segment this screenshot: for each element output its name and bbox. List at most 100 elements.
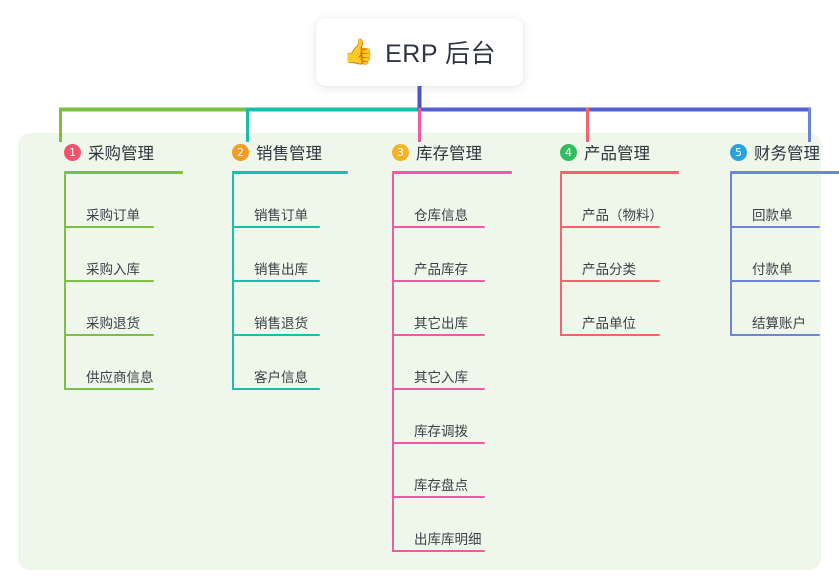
branch-item[interactable]: 供应商信息 bbox=[64, 336, 202, 390]
branch-item[interactable]: 采购入库 bbox=[64, 228, 202, 282]
branch-item-underline bbox=[730, 280, 820, 282]
branch-item[interactable]: 采购退货 bbox=[64, 282, 202, 336]
branch-underline-3 bbox=[392, 171, 512, 174]
branch-item-underline bbox=[64, 280, 154, 282]
branch-badge-4: 4 bbox=[560, 143, 577, 161]
branch-item-label: 库存调拨 bbox=[414, 424, 468, 439]
branch-title-3: 库存管理 bbox=[416, 145, 482, 163]
branch-item[interactable]: 采购订单 bbox=[64, 174, 202, 228]
branch-badge-1: 1 bbox=[64, 143, 81, 161]
branch-item-underline bbox=[392, 334, 485, 336]
branch-column-1: 1 采购管理采购订单采购入库采购退货供应商信息 bbox=[42, 133, 202, 390]
branch-title-5: 财务管理 bbox=[754, 145, 820, 163]
branch-items-3: 仓库信息产品库存其它出库其它入库库存调拨库存盘点出库库明细 bbox=[392, 174, 538, 552]
branch-item-label: 供应商信息 bbox=[86, 370, 154, 385]
branch-badge-3: 3 bbox=[392, 143, 409, 161]
branch-item-underline bbox=[730, 334, 820, 336]
branch-item[interactable]: 产品库存 bbox=[392, 228, 538, 282]
branch-item-label: 销售订单 bbox=[254, 208, 308, 223]
branch-header-2[interactable]: 2 销售管理 bbox=[210, 133, 370, 171]
branch-items-4: 产品（物料） 产品分类产品单位 bbox=[560, 174, 710, 336]
branch-header-1[interactable]: 1 采购管理 bbox=[42, 133, 202, 171]
branch-column-2: 2 销售管理销售订单销售出库销售退货客户信息 bbox=[210, 133, 370, 390]
branch-item[interactable]: 回款单 bbox=[730, 174, 838, 228]
branch-header-3[interactable]: 3 库存管理 bbox=[370, 133, 538, 171]
branch-item-label: 仓库信息 bbox=[414, 208, 468, 223]
branch-item-underline bbox=[392, 550, 485, 552]
root-node[interactable]: 👍 ERP 后台 bbox=[316, 18, 523, 86]
branch-item-label: 采购订单 bbox=[86, 208, 140, 223]
branch-item-underline bbox=[392, 226, 485, 228]
branch-item-underline bbox=[232, 388, 320, 390]
branch-item-label: 产品库存 bbox=[414, 262, 468, 277]
branch-item-label: 产品分类 bbox=[582, 262, 636, 277]
branch-item-label: 出库库明细 bbox=[414, 532, 482, 547]
branch-item-label: 销售出库 bbox=[254, 262, 308, 277]
branch-spine-3 bbox=[392, 174, 394, 552]
branch-item[interactable]: 出库库明细 bbox=[392, 498, 538, 552]
branch-item-label: 其它入库 bbox=[414, 370, 468, 385]
branch-columns: 1 采购管理采购订单采购入库采购退货供应商信息 2 销售管理销售订单销售出库销售退货客… bbox=[18, 133, 839, 570]
branch-title-4: 产品管理 bbox=[584, 145, 650, 163]
branch-item[interactable]: 付款单 bbox=[730, 228, 838, 282]
branch-item[interactable]: 库存盘点 bbox=[392, 444, 538, 498]
branch-badge-2: 2 bbox=[232, 143, 249, 161]
branch-item-label: 其它出库 bbox=[414, 316, 468, 331]
branch-item[interactable]: 库存调拨 bbox=[392, 390, 538, 444]
root-title: ERP 后台 bbox=[385, 40, 497, 68]
branch-items-2: 销售订单销售出库销售退货客户信息 bbox=[232, 174, 370, 390]
branch-item-label: 采购退货 bbox=[86, 316, 140, 331]
branch-column-5: 5 财务管理回款单付款单结算账户 bbox=[708, 133, 839, 336]
branch-item-underline bbox=[392, 442, 485, 444]
branch-title-2: 销售管理 bbox=[256, 145, 322, 163]
branch-item-underline bbox=[392, 496, 485, 498]
branch-header-4[interactable]: 4 产品管理 bbox=[538, 133, 710, 171]
branch-item-label: 客户信息 bbox=[254, 370, 308, 385]
branch-item-underline bbox=[392, 280, 485, 282]
branch-underline-1 bbox=[64, 171, 183, 174]
branch-item[interactable]: 其它入库 bbox=[392, 336, 538, 390]
branch-items-5: 回款单付款单结算账户 bbox=[730, 174, 838, 336]
branch-item-label: 产品单位 bbox=[582, 316, 636, 331]
branch-item[interactable]: 仓库信息 bbox=[392, 174, 538, 228]
branch-item[interactable]: 产品单位 bbox=[560, 282, 710, 336]
branch-item[interactable]: 结算账户 bbox=[730, 282, 838, 336]
branch-column-3: 3 库存管理仓库信息产品库存其它出库其它入库库存调拨库存盘点出库库明细 bbox=[370, 133, 538, 552]
branch-item-underline bbox=[232, 280, 320, 282]
branch-item[interactable]: 客户信息 bbox=[232, 336, 370, 390]
branch-header-5[interactable]: 5 财务管理 bbox=[708, 133, 838, 171]
branch-column-4: 4 产品管理产品（物料） 产品分类产品单位 bbox=[538, 133, 710, 336]
branch-item-label: 付款单 bbox=[752, 262, 793, 277]
branch-item-label: 结算账户 bbox=[752, 316, 806, 331]
branch-title-1: 采购管理 bbox=[88, 145, 154, 163]
branch-item-underline bbox=[560, 226, 660, 228]
branch-badge-5: 5 bbox=[730, 143, 747, 161]
branch-items-1: 采购订单采购入库采购退货供应商信息 bbox=[64, 174, 202, 390]
branch-spine-1 bbox=[64, 174, 66, 390]
branch-item-underline bbox=[560, 280, 660, 282]
branch-item-label: 销售退货 bbox=[254, 316, 308, 331]
branch-underline-2 bbox=[232, 171, 348, 174]
branch-item-label: 产品（物料） bbox=[582, 208, 663, 223]
branch-item-label: 采购入库 bbox=[86, 262, 140, 277]
branch-item-label: 库存盘点 bbox=[414, 478, 468, 493]
branch-item[interactable]: 销售订单 bbox=[232, 174, 370, 228]
branch-item-underline bbox=[392, 388, 485, 390]
branch-underline-4 bbox=[560, 171, 679, 174]
branch-item-underline bbox=[64, 388, 154, 390]
branch-item[interactable]: 其它出库 bbox=[392, 282, 538, 336]
branch-item-underline bbox=[232, 226, 320, 228]
thumbs-up-icon: 👍 bbox=[342, 37, 375, 66]
branch-item-underline bbox=[560, 334, 660, 336]
branch-item-label: 回款单 bbox=[752, 208, 793, 223]
branch-item-underline bbox=[64, 334, 154, 336]
branch-item[interactable]: 销售出库 bbox=[232, 228, 370, 282]
branch-item-underline bbox=[232, 334, 320, 336]
branch-spine-5 bbox=[730, 174, 732, 336]
branch-item[interactable]: 产品（物料） bbox=[560, 174, 710, 228]
branch-item[interactable]: 产品分类 bbox=[560, 228, 710, 282]
branch-spine-4 bbox=[560, 174, 562, 336]
branch-item[interactable]: 销售退货 bbox=[232, 282, 370, 336]
branch-spine-2 bbox=[232, 174, 234, 390]
